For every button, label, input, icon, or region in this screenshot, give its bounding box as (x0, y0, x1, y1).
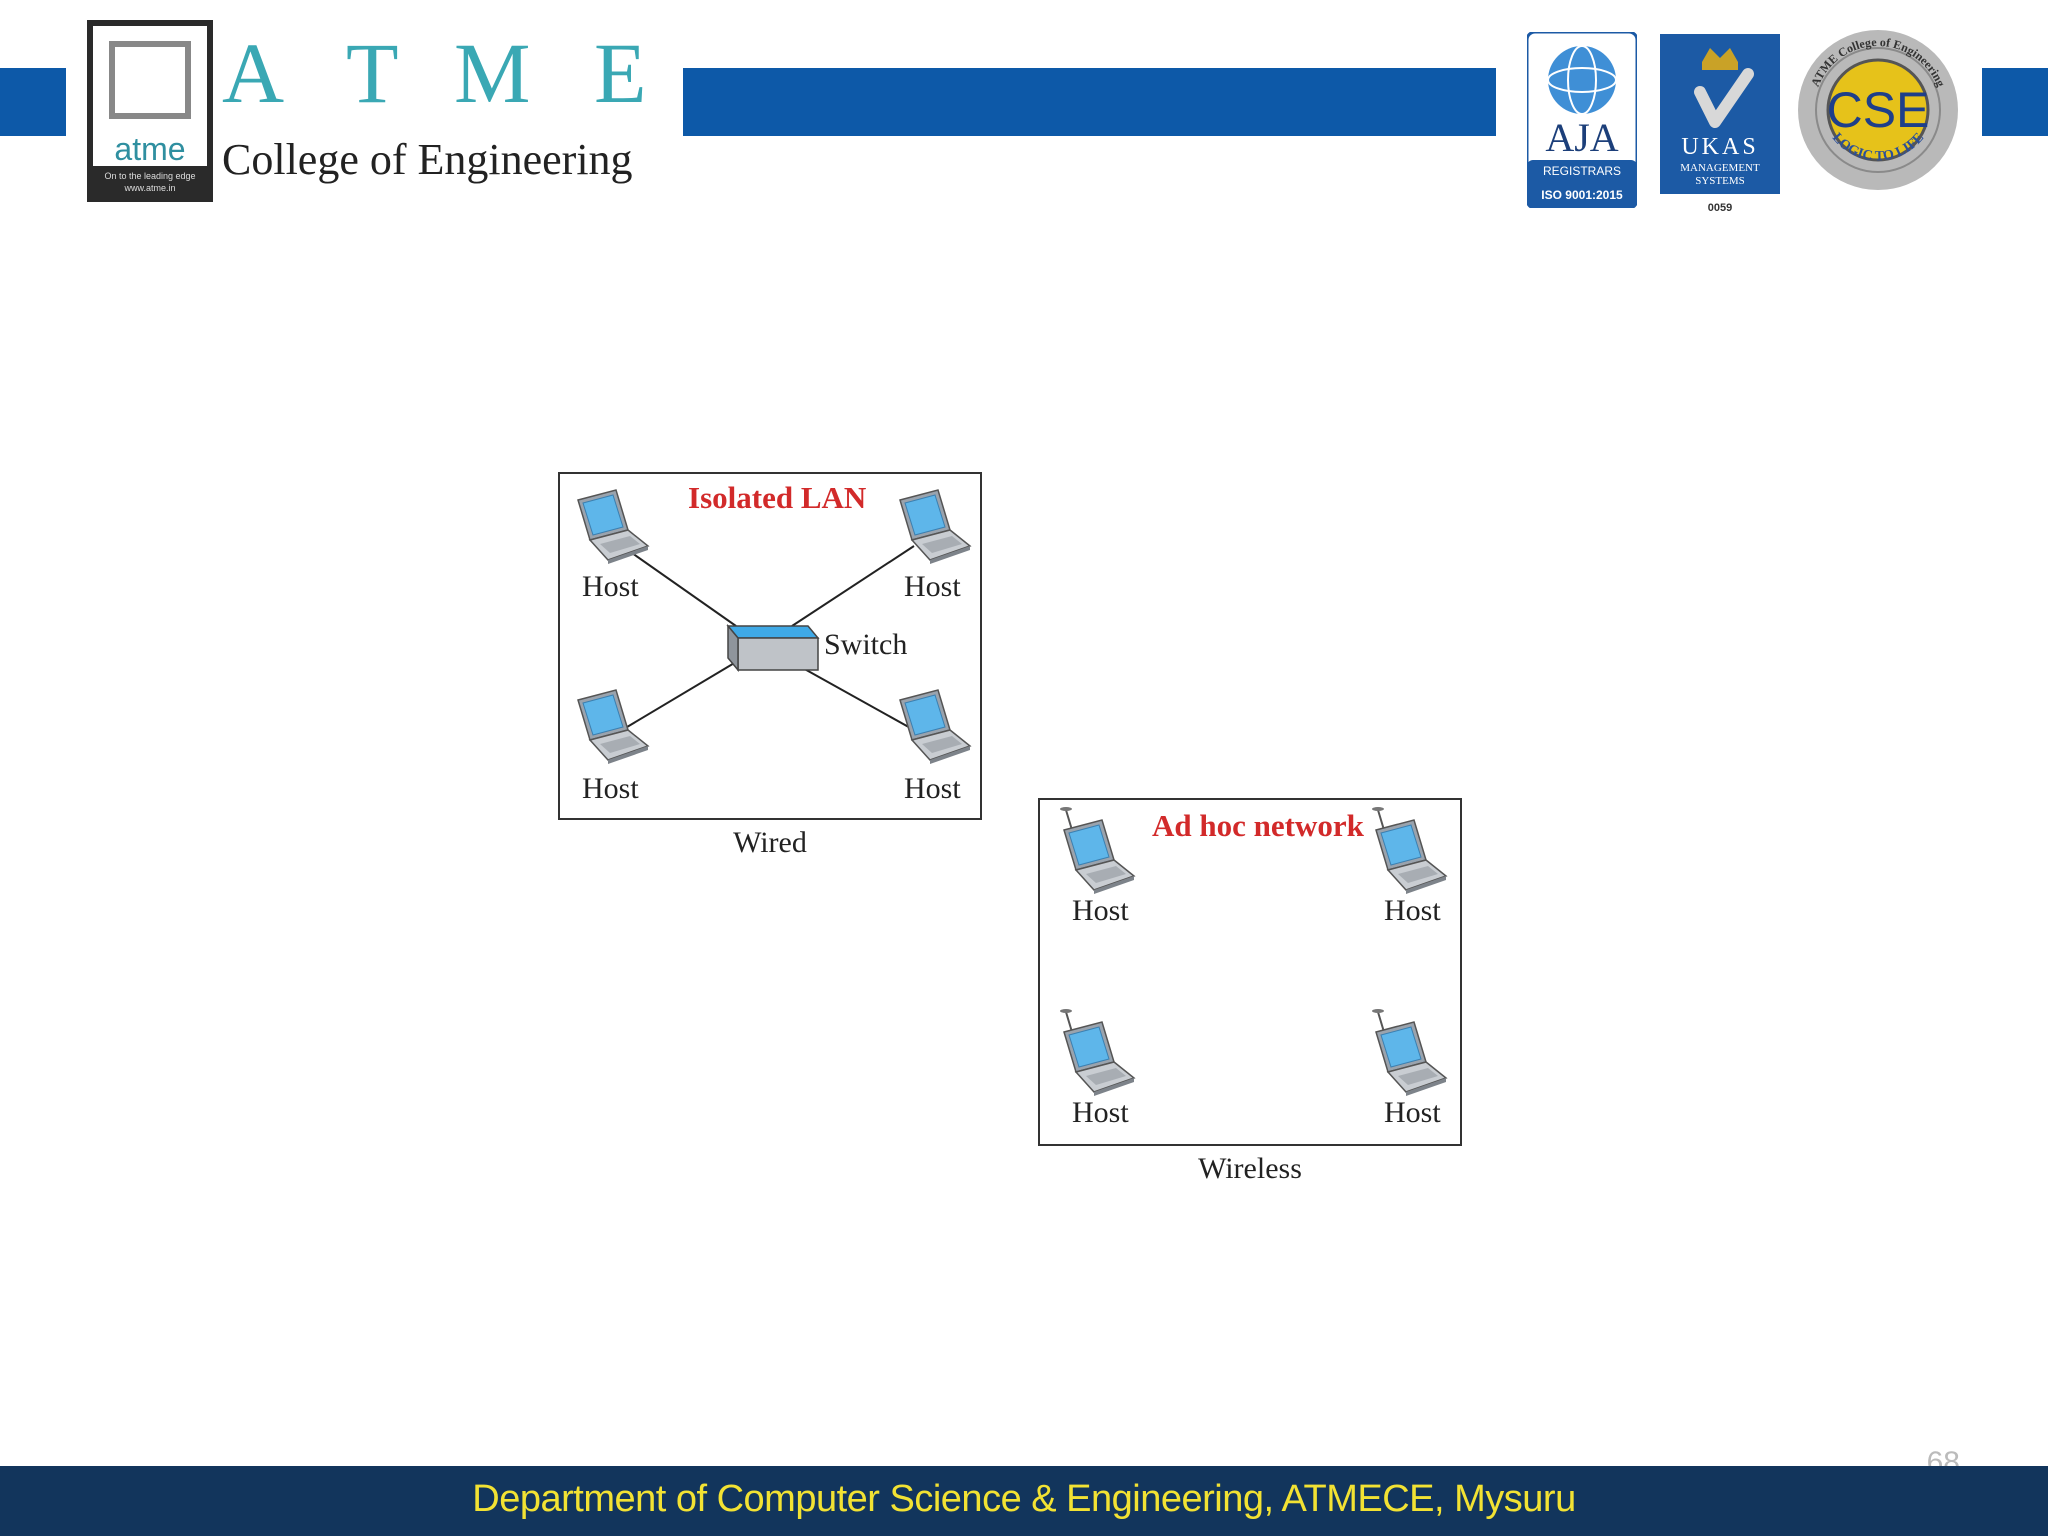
adhoc-network-panel: Ad hoc network Host Host Host Host (1038, 798, 1462, 1146)
footer-bar: Department of Computer Science & Enginee… (0, 1466, 2048, 1536)
wireless-laptop-icon (1059, 806, 1135, 895)
wireless-laptop-icon (1059, 1008, 1135, 1097)
aja-globe-icon (1527, 32, 1637, 208)
wireless-laptop-icon (1371, 1008, 1447, 1097)
laptop-icon (577, 689, 649, 765)
logo-frame-icon (109, 41, 191, 119)
aja-registrars: REGISTRARS (1542, 164, 1621, 178)
college-name: College of Engineering (222, 135, 633, 184)
aja-name: AJA (1545, 115, 1619, 160)
host-label: Host (582, 570, 639, 603)
acronym-letter: A (222, 25, 285, 121)
ukas-name: UKAS (1681, 134, 1759, 160)
laptop-icon (899, 689, 971, 765)
host-label: Host (904, 772, 961, 805)
college-acronym: A T M E (222, 28, 652, 118)
aja-badge: AJA REGISTRARS ISO 9001:2015 (1527, 32, 1637, 208)
aja-iso: ISO 9001:2015 (1541, 188, 1623, 202)
cse-seal-icon: ATME College of Engineering LOGIC TO LIF… (1798, 30, 1958, 190)
adhoc-title: Ad hoc network (1152, 808, 1364, 843)
laptop-icon (899, 489, 971, 565)
ukas-sub1: MANAGEMENT (1680, 162, 1760, 174)
header-band-center (683, 68, 1496, 136)
wireless-laptop-icon (1371, 806, 1447, 895)
logo-word: atme (93, 132, 207, 166)
host-label: Host (1384, 894, 1441, 927)
host-label: Host (1072, 1096, 1129, 1129)
ukas-badge: UKAS MANAGEMENT SYSTEMS 0059 (1660, 34, 1780, 220)
header-band-right (1982, 68, 2048, 136)
wireless-caption: Wireless (1198, 1152, 1302, 1185)
host-label: Host (1072, 894, 1129, 927)
host-label: Host (904, 570, 961, 603)
cse-name: CSE (1826, 82, 1930, 138)
switch-label: Switch (824, 628, 908, 661)
cse-seal: ATME College of Engineering LOGIC TO LIF… (1796, 28, 1960, 192)
footer-text: Department of Computer Science & Enginee… (472, 1478, 1576, 1520)
wired-caption: Wired (733, 826, 807, 859)
wired-links (577, 489, 971, 765)
ukas-code: 0059 (1707, 202, 1733, 214)
atme-logo: atme On to the leading edge www.atme.in (87, 20, 213, 202)
host-label: Host (1384, 1096, 1441, 1129)
laptop-icon (577, 489, 649, 565)
logo-tagline: On to the leading edge www.atme.in (104, 171, 196, 193)
switch-icon (726, 623, 820, 673)
ukas-crown-tick-icon (1660, 34, 1780, 194)
acronym-letter: M (454, 25, 531, 121)
acronym-letter: E (594, 25, 647, 121)
acronym-letter: T (346, 25, 399, 121)
host-label: Host (582, 772, 639, 805)
wired-lan-panel: Isolated LAN Host Host Switch Host Host (558, 472, 982, 820)
ukas-sub2: SYSTEMS (1695, 175, 1745, 187)
header-band-left (0, 68, 66, 136)
wired-title: Isolated LAN (688, 480, 867, 515)
